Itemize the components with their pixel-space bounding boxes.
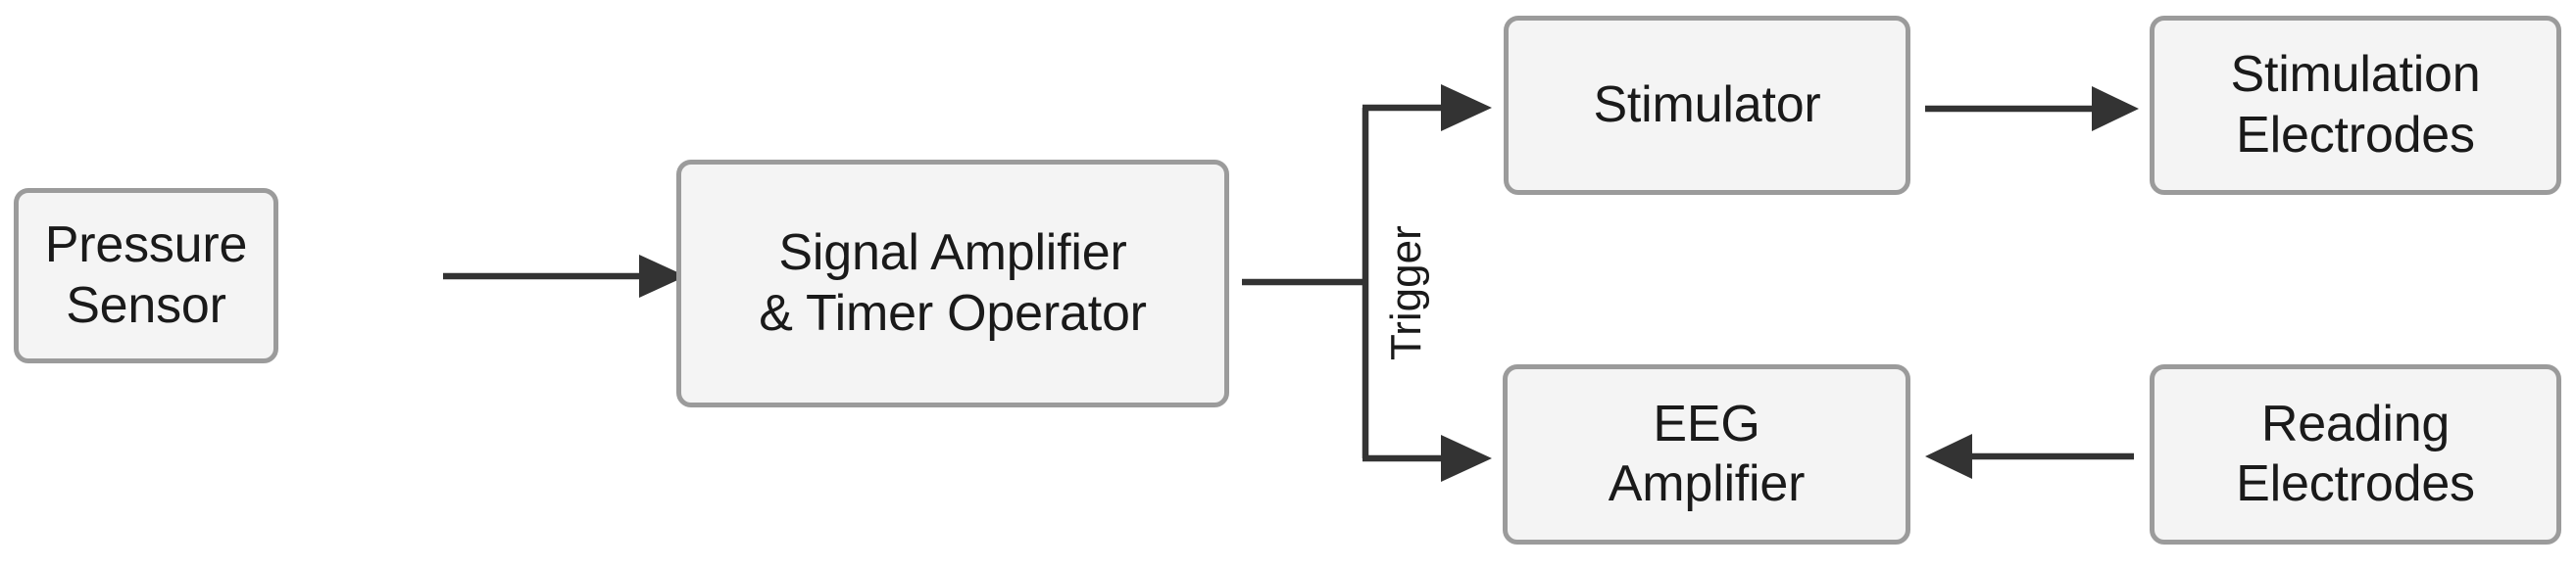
edge-signal-amplifier-to-stimulator: [1362, 84, 1492, 131]
edge-reading-electrodes-to-eeg-amplifier: [1925, 434, 2134, 479]
edge-label-trigger: Trigger: [1382, 225, 1430, 360]
node-stimulation-electrodes[interactable]: Stimulation Electrodes: [2150, 16, 2561, 195]
node-pressure-sensor[interactable]: Pressure Sensor: [14, 188, 278, 363]
node-signal-amplifier-timer-operator[interactable]: Signal Amplifier & Timer Operator: [676, 160, 1229, 407]
edge-pressure-sensor-to-signal-amplifier: [443, 255, 686, 298]
node-stimulator[interactable]: Stimulator: [1504, 16, 1910, 195]
edge-stimulator-to-stimulation-electrodes: [1925, 86, 2139, 131]
node-eeg-amplifier[interactable]: EEG Amplifier: [1503, 364, 1910, 545]
edge-signal-amplifier-trunk: [1242, 108, 1369, 458]
edge-signal-amplifier-to-eeg-amplifier: [1362, 435, 1492, 482]
node-reading-electrodes[interactable]: Reading Electrodes: [2150, 364, 2561, 545]
